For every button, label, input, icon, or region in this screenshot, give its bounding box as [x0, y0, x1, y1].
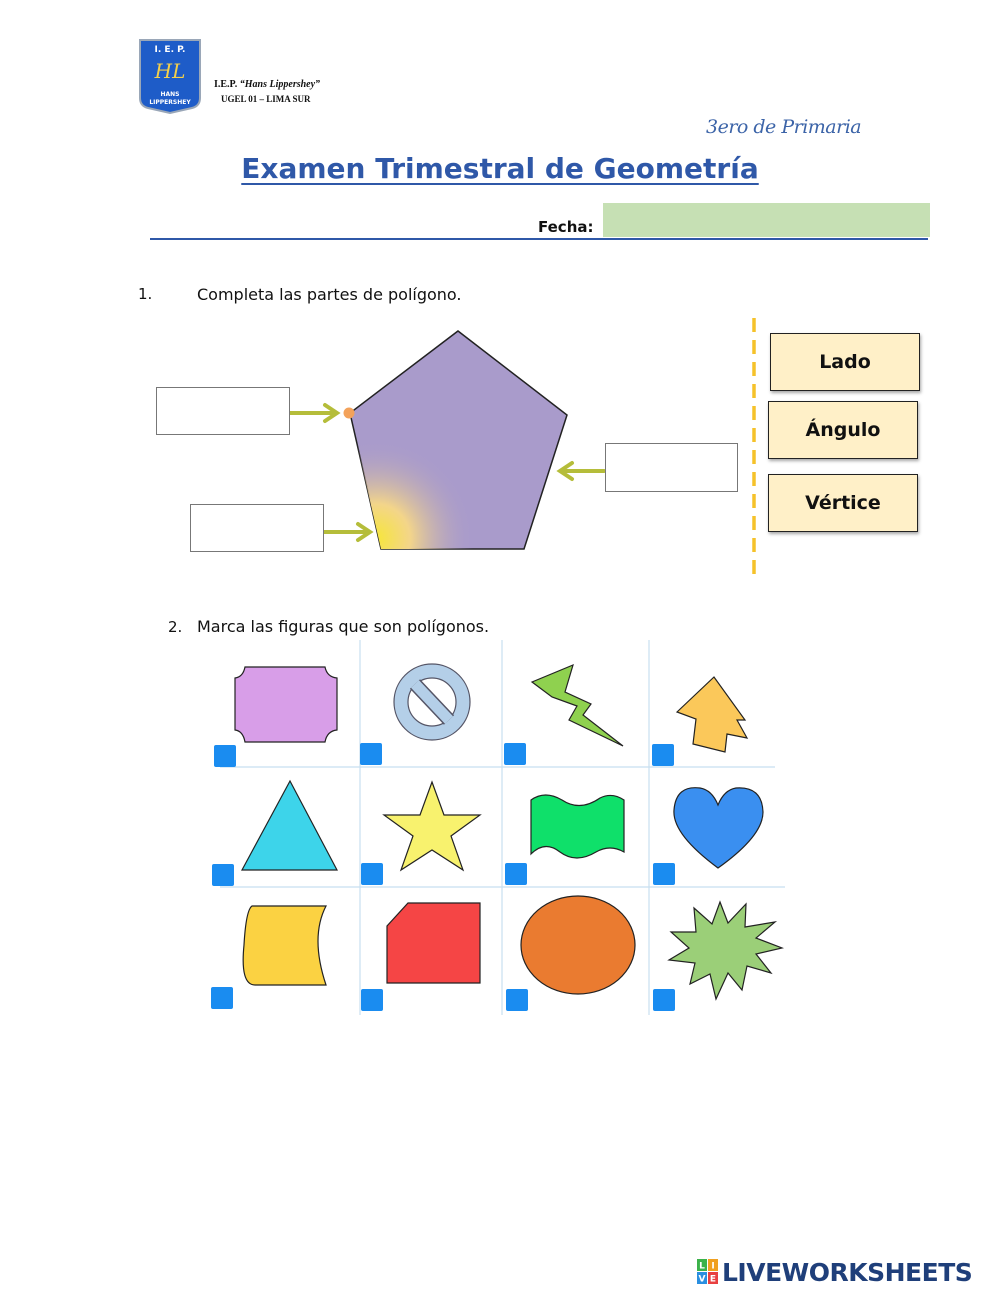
checkbox-shape-8[interactable] — [653, 863, 675, 885]
shapes-grid — [220, 640, 785, 1015]
question-2-number: 2. — [168, 618, 183, 636]
word-tile-lado[interactable]: Lado — [770, 333, 920, 391]
svg-text:E: E — [710, 1275, 716, 1285]
school-title: “Hans Lippershey” — [239, 79, 321, 90]
ugel-label: UGEL 01 – LIMA SUR — [221, 94, 311, 104]
grade-label: 3ero de Primaria — [706, 116, 862, 138]
checkbox-shape-9[interactable] — [211, 987, 233, 1009]
pentagon-angle-glow — [350, 331, 567, 549]
checkbox-shape-1[interactable] — [214, 745, 236, 767]
shape-heart — [673, 787, 764, 869]
grid-lines — [220, 640, 785, 1015]
shape-lavender-notched-rectangle — [234, 666, 338, 743]
school-name: I.E.P. “Hans Lippershey” — [214, 79, 320, 90]
liveworksheets-brand: LIVEWORKSHEETS — [722, 1257, 973, 1287]
svg-text:I. E. P.: I. E. P. — [155, 45, 186, 55]
checkbox-shape-5[interactable] — [212, 864, 234, 886]
shape-starburst — [667, 900, 785, 1001]
liveworksheets-icon: L I V E — [697, 1259, 718, 1285]
svg-text:I: I — [711, 1262, 714, 1272]
svg-text:HL: HL — [154, 59, 186, 83]
shape-arrow-house — [675, 676, 749, 753]
checkbox-shape-4[interactable] — [652, 744, 674, 766]
answer-box-vertex[interactable] — [156, 387, 290, 435]
checkbox-shape-12[interactable] — [653, 989, 675, 1011]
arrow-to-side — [556, 461, 606, 481]
word-tile-vertice[interactable]: Vértice — [768, 474, 918, 532]
word-bank-divider — [752, 318, 756, 576]
shape-star — [382, 780, 482, 872]
svg-text:L: L — [699, 1262, 705, 1272]
checkbox-shape-10[interactable] — [361, 989, 383, 1011]
school-prefix: I.E.P. — [214, 79, 238, 90]
checkbox-shape-11[interactable] — [506, 989, 528, 1011]
shape-curved-shape — [242, 905, 327, 986]
shape-triangle — [240, 779, 338, 871]
liveworksheets-logo: L I V E LIVEWORKSHEETS — [697, 1257, 973, 1287]
shape-prohibition-sign — [393, 663, 471, 741]
question-2-text: Marca las figuras que son polígonos. — [197, 617, 490, 636]
name-underline — [150, 238, 928, 240]
svg-text:V: V — [699, 1275, 706, 1285]
shape-wave-flag — [530, 794, 625, 859]
checkbox-shape-2[interactable] — [360, 743, 382, 765]
page-title: Examen Trimestral de Geometría — [241, 152, 759, 185]
arrow-to-angle — [322, 522, 374, 542]
date-input[interactable] — [603, 203, 930, 237]
shape-cut-corner-square — [386, 902, 481, 984]
question-1-text: Completa las partes de polígono. — [197, 285, 462, 304]
word-tile-angulo[interactable]: Ángulo — [768, 401, 918, 459]
shape-circle — [520, 895, 636, 995]
school-logo: I. E. P. HL HANS LIPPERSHEY — [139, 39, 201, 114]
svg-text:LIPPERSHEY: LIPPERSHEY — [149, 99, 191, 106]
checkbox-shape-3[interactable] — [504, 743, 526, 765]
answer-box-angle[interactable] — [190, 504, 324, 552]
arrow-to-vertex — [288, 403, 341, 423]
pentagon-diagram — [288, 330, 606, 550]
checkbox-shape-7[interactable] — [505, 863, 527, 885]
checkbox-shape-6[interactable] — [361, 863, 383, 885]
date-label: Fecha: — [538, 218, 594, 236]
shape-lightning-bolt — [530, 663, 624, 747]
answer-box-side[interactable] — [605, 443, 738, 492]
question-1-number: 1. — [138, 285, 153, 303]
vertex-dot — [343, 407, 355, 419]
svg-text:HANS: HANS — [160, 91, 179, 98]
